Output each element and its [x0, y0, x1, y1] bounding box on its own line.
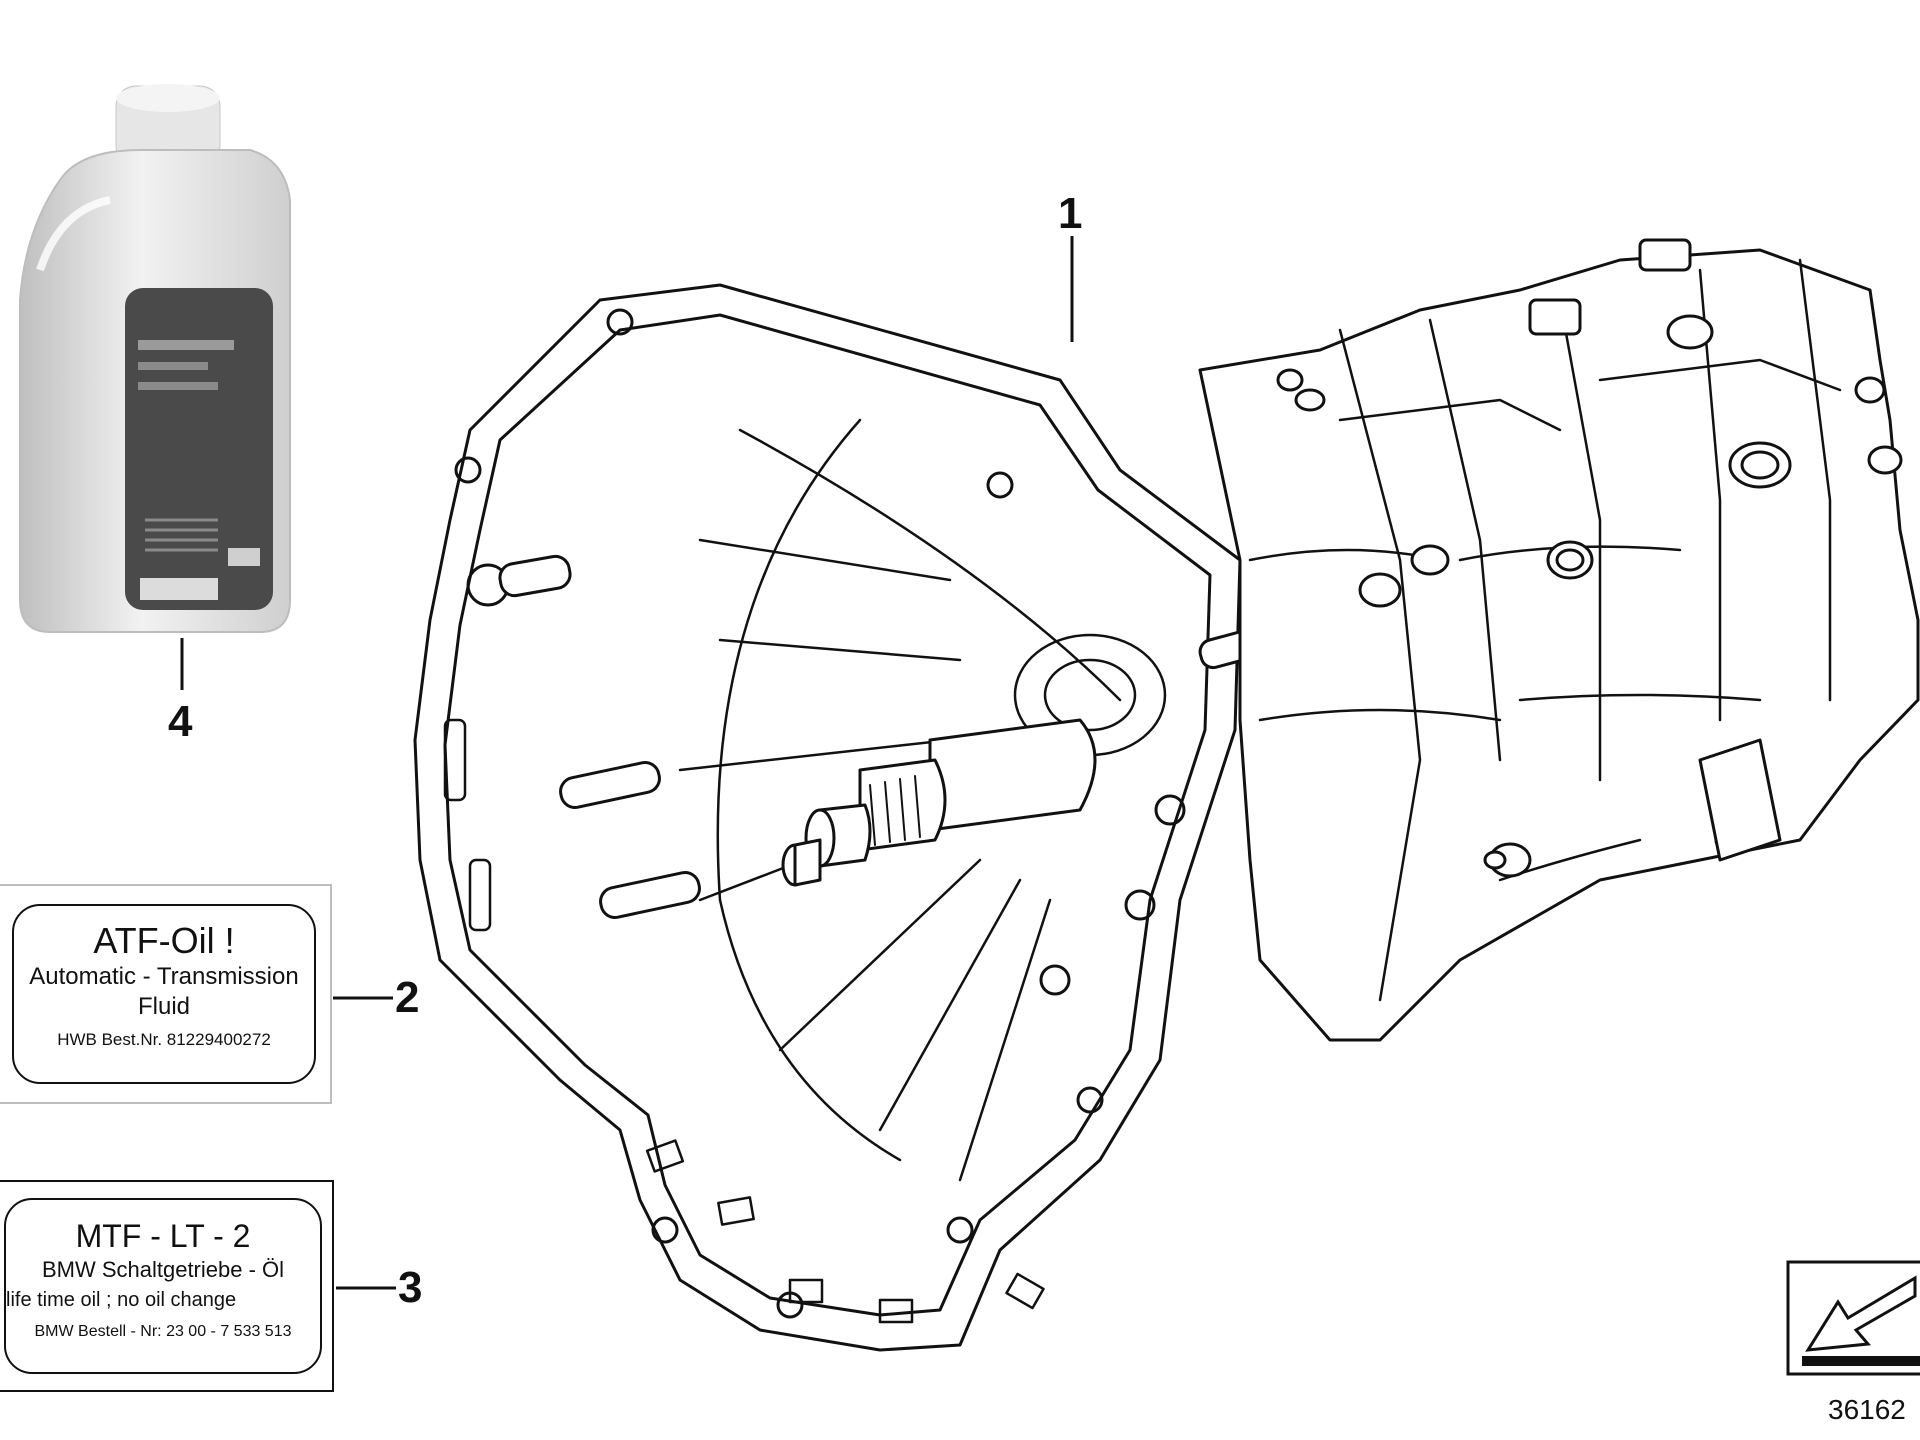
- callout-number-3: 3: [398, 1263, 423, 1312]
- mtf-label-line1: BMW Schaltgetriebe - Öl: [41, 1257, 285, 1282]
- gearbox-illustration: [413, 238, 1920, 1352]
- mtf-oil-label-frame: MTF - LT - 2 BMW Schaltgetriebe - Öl lif…: [4, 1198, 322, 1374]
- mtf-label-line2: life time oil ; no oil change: [6, 1289, 237, 1311]
- atf-label-order-number: HWB Best.Nr. 81229400272: [57, 1030, 271, 1049]
- callout-number-1: 1: [1058, 189, 1083, 238]
- atf-label-title: ATF-Oil !: [93, 920, 235, 961]
- oil-bottle-illustration: [19, 84, 291, 633]
- callout-number-4: 4: [168, 697, 193, 746]
- diagram-reference-code: 36162: [1828, 1394, 1906, 1425]
- atf-oil-label-frame: ATF-Oil ! Automatic - Transmission Fluid…: [12, 904, 316, 1084]
- mtf-label-title: MTF - LT - 2: [75, 1218, 251, 1254]
- atf-label-line1: Automatic - Transmission: [29, 963, 299, 990]
- callout-number-2: 2: [395, 973, 420, 1022]
- atf-label-line2: Fluid: [137, 993, 191, 1020]
- mtf-label-order-number: BMW Bestell - Nr: 23 00 - 7 533 513: [34, 1323, 292, 1340]
- view-direction-arrow-icon: [1786, 1260, 1920, 1376]
- mtf-oil-label: MTF - LT - 2 BMW Schaltgetriebe - Öl lif…: [0, 1180, 334, 1392]
- atf-oil-label: ATF-Oil ! Automatic - Transmission Fluid…: [0, 884, 332, 1104]
